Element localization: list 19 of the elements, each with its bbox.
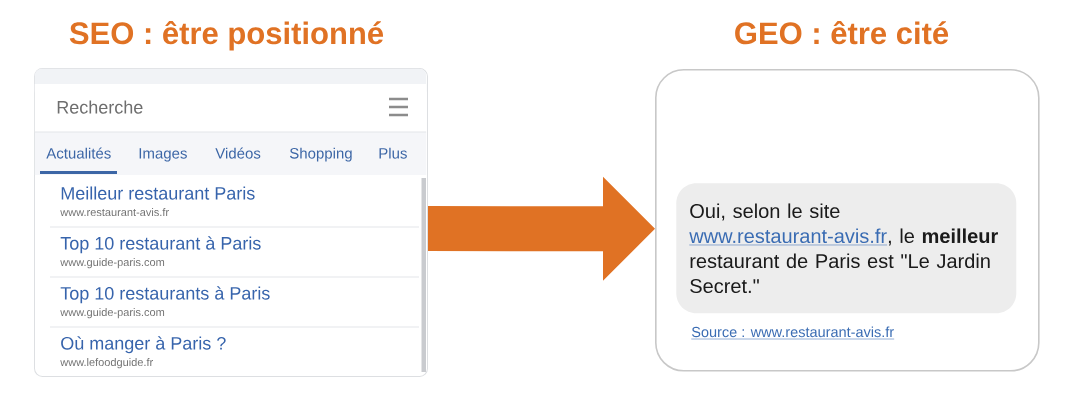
source-link: Source : www.restaurant-avis.fr bbox=[691, 326, 895, 340]
result-url: www.restaurant-avis.fr bbox=[60, 208, 169, 217]
header-title: Recherche bbox=[57, 100, 143, 114]
chat-bubble: Oui, selon le site www.restaurant-avis.fr, le meilleur restaurant de Paris est "Le Jardin Secret." bbox=[676, 183, 1017, 314]
block-arrow bbox=[428, 176, 655, 281]
tab-label: Vidéos bbox=[215, 147, 261, 159]
tab-label: Plus bbox=[379, 147, 407, 159]
result-title: Meilleur restaurant Paris bbox=[61, 186, 255, 200]
result-title: Top 10 restaurant à Paris bbox=[60, 236, 261, 254]
section-heading: SEO : être positionné bbox=[69, 20, 384, 51]
tab-label: Shopping bbox=[289, 147, 352, 162]
result-url: www.lefoodguide.fr bbox=[60, 358, 153, 369]
tab-label: Images bbox=[139, 148, 187, 162]
tab-label: Actualités bbox=[46, 147, 111, 159]
result-url: www.guide-paris.com bbox=[60, 308, 165, 319]
result-title: Top 10 restaurants à Paris bbox=[60, 286, 270, 304]
result-title: Où manger à Paris ? bbox=[61, 336, 226, 354]
result-url: www.guide-paris.com bbox=[60, 258, 165, 269]
section-heading: GEO : être cité bbox=[735, 20, 949, 45]
